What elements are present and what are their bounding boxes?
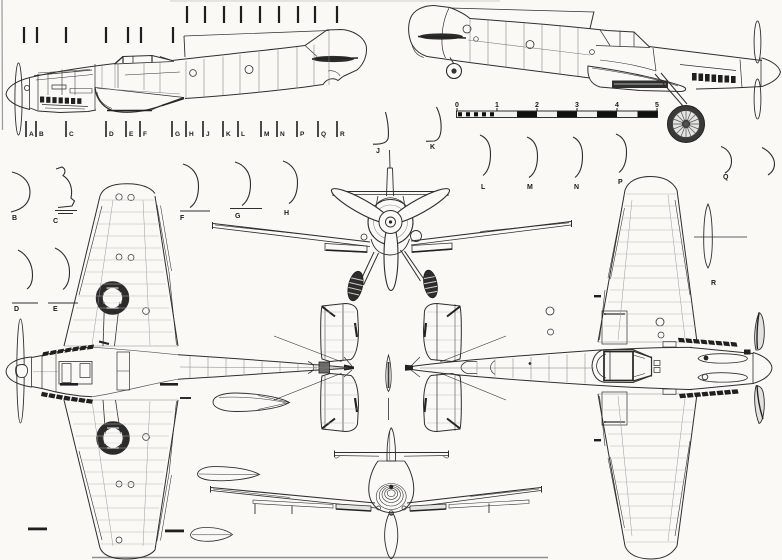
svg-text:L: L	[481, 184, 486, 191]
svg-text:M: M	[264, 131, 269, 138]
svg-text:3: 3	[575, 102, 579, 109]
svg-text:F: F	[143, 131, 147, 138]
svg-text:5: 5	[655, 102, 659, 109]
svg-text:R: R	[711, 280, 716, 287]
svg-text:Q: Q	[321, 131, 326, 138]
svg-text:E: E	[129, 131, 134, 138]
svg-text:F: F	[180, 215, 185, 222]
svg-text:0: 0	[455, 102, 459, 109]
svg-text:J: J	[206, 131, 210, 138]
svg-text:M: M	[527, 184, 533, 191]
svg-text:D: D	[109, 131, 114, 138]
svg-text:D: D	[14, 306, 19, 313]
svg-text:C: C	[69, 131, 74, 138]
svg-text:2: 2	[535, 102, 539, 109]
svg-text:N: N	[574, 184, 579, 191]
svg-text:H: H	[284, 210, 289, 217]
svg-text:1: 1	[495, 102, 499, 109]
svg-text:K: K	[430, 144, 435, 151]
svg-text:P: P	[300, 131, 305, 138]
svg-text:J: J	[376, 148, 380, 155]
svg-text:A: A	[29, 131, 34, 138]
svg-text:N: N	[280, 131, 285, 138]
svg-text:B: B	[39, 131, 44, 138]
svg-text:B: B	[12, 215, 17, 222]
svg-text:G: G	[235, 213, 241, 220]
svg-text:L: L	[241, 131, 245, 138]
svg-text:Q: Q	[723, 174, 729, 181]
svg-text:R: R	[340, 131, 345, 138]
svg-text:4: 4	[615, 102, 619, 109]
svg-text:C: C	[53, 218, 58, 225]
svg-text:G: G	[175, 131, 180, 138]
svg-text:E: E	[53, 306, 58, 313]
svg-text:P: P	[618, 179, 623, 186]
svg-text:H: H	[189, 131, 194, 138]
svg-text:K: K	[226, 131, 231, 138]
